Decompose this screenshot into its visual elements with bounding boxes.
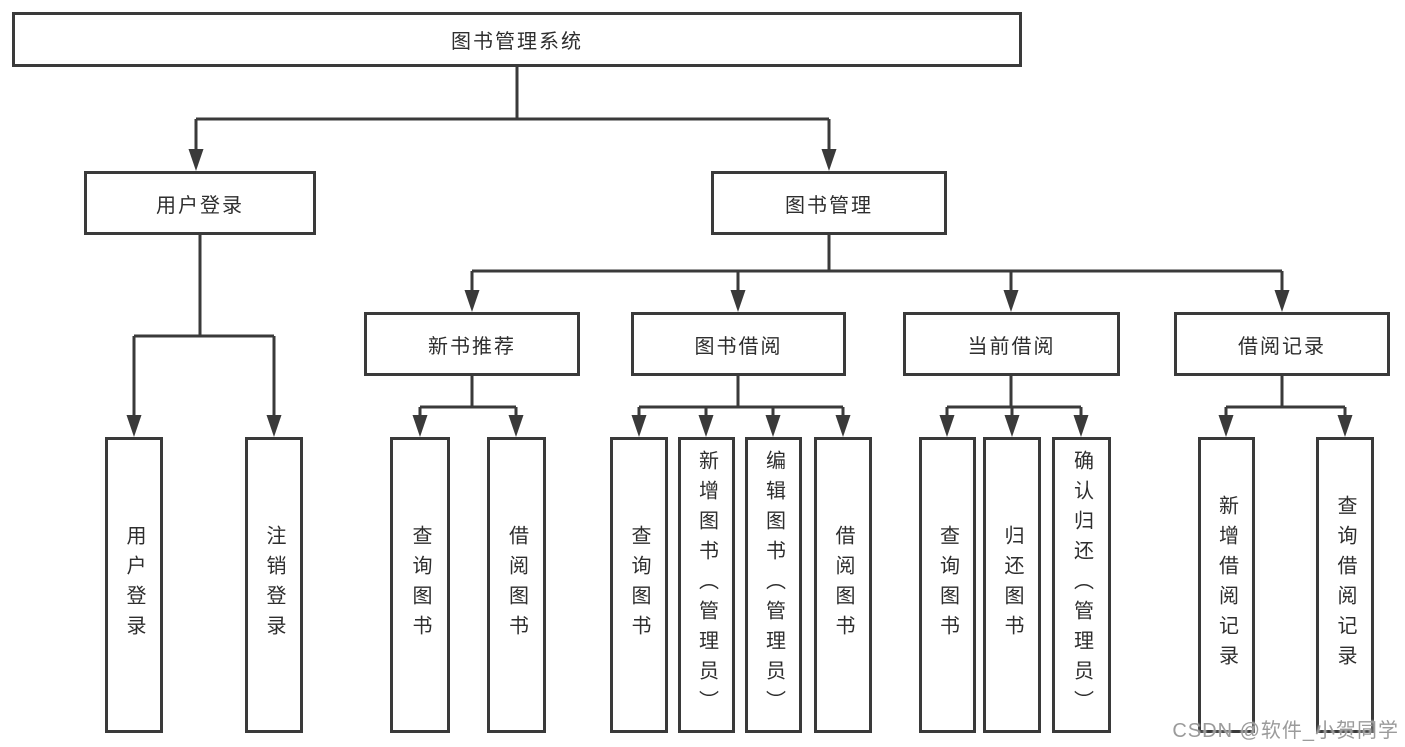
leaf-logout: 注销登录 — [245, 437, 303, 733]
node-borrow-record-label: 借阅记录 — [1238, 335, 1326, 358]
node-root: 图书管理系统 — [12, 12, 1022, 67]
arrow-icon — [508, 415, 524, 437]
arrow-icon — [730, 290, 746, 312]
leaf-cb-confirm-return: 确认归还（管理员） — [1052, 437, 1111, 733]
leaf-br-add-record: 新增借阅记录 — [1198, 437, 1255, 733]
leaf-rec-query-book: 查询图书 — [390, 437, 450, 733]
node-book-borrow: 图书借阅 — [631, 312, 846, 376]
leaf-cb-confirm-return-label: 确认归还（管理员） — [1070, 450, 1093, 720]
leaf-rec-query-book-label: 查询图书 — [409, 525, 431, 645]
node-current-borrow: 当前借阅 — [903, 312, 1120, 376]
leaf-user-login: 用户登录 — [105, 437, 163, 733]
arrowheads — [126, 149, 1353, 437]
connector-new-book — [418, 376, 518, 425]
leaf-logout-label: 注销登录 — [263, 525, 285, 645]
arrow-icon — [698, 415, 714, 437]
arrow-icon — [1003, 290, 1019, 312]
arrow-icon — [1274, 290, 1290, 312]
node-user-login: 用户登录 — [84, 171, 316, 235]
node-new-book-rec-label: 新书推荐 — [428, 335, 516, 358]
connector-user-login — [132, 235, 276, 425]
arrow-icon — [126, 415, 142, 437]
leaf-cb-return-book-label: 归还图书 — [1001, 525, 1023, 645]
arrow-icon — [1337, 415, 1353, 437]
node-current-borrow-label: 当前借阅 — [967, 335, 1056, 358]
node-book-borrow-label: 图书借阅 — [694, 335, 783, 358]
leaf-rec-borrow-book: 借阅图书 — [487, 437, 546, 733]
node-user-login-label: 用户登录 — [156, 194, 244, 217]
leaf-bb-query-book-label: 查询图书 — [628, 525, 650, 645]
connector-book-borrow — [637, 376, 845, 425]
leaf-bb-add-book-label: 新增图书（管理员） — [695, 450, 718, 720]
arrow-icon — [266, 415, 282, 437]
leaf-bb-edit-book-label: 编辑图书（管理员） — [762, 450, 785, 720]
leaf-bb-add-book: 新增图书（管理员） — [678, 437, 735, 733]
leaf-br-query-record-label: 查询借阅记录 — [1334, 495, 1356, 675]
leaf-bb-edit-book: 编辑图书（管理员） — [745, 437, 802, 733]
arrow-icon — [631, 415, 647, 437]
arrow-icon — [821, 149, 837, 171]
leaf-br-query-record: 查询借阅记录 — [1316, 437, 1374, 733]
leaf-cb-query-book-label: 查询图书 — [936, 525, 959, 645]
node-book-mgmt: 图书管理 — [711, 171, 947, 235]
node-book-mgmt-label: 图书管理 — [785, 194, 873, 217]
leaf-cb-query-book: 查询图书 — [919, 437, 976, 733]
connector-borrow-record — [1224, 376, 1347, 425]
arrow-icon — [765, 415, 781, 437]
leaf-cb-return-book: 归还图书 — [983, 437, 1041, 733]
leaf-bb-query-book: 查询图书 — [610, 437, 668, 733]
node-root-label: 图书管理系统 — [451, 31, 583, 53]
arrow-icon — [1004, 415, 1020, 437]
arrow-icon — [1073, 415, 1089, 437]
arrow-icon — [464, 290, 480, 312]
leaf-bb-borrow-book: 借阅图书 — [814, 437, 872, 733]
arrow-icon — [1218, 415, 1234, 437]
connector-root — [194, 67, 831, 159]
arrow-icon — [412, 415, 428, 437]
arrow-icon — [188, 149, 204, 171]
arrow-icon — [835, 415, 851, 437]
connector-book-mgmt — [470, 235, 1284, 300]
leaf-br-add-record-label: 新增借阅记录 — [1215, 495, 1238, 675]
node-borrow-record: 借阅记录 — [1174, 312, 1390, 376]
node-new-book-rec: 新书推荐 — [364, 312, 580, 376]
arrow-icon — [939, 415, 955, 437]
watermark: CSDN @软件_小贺同学 — [1172, 720, 1399, 742]
leaf-bb-borrow-book-label: 借阅图书 — [832, 525, 854, 645]
leaf-rec-borrow-book-label: 借阅图书 — [505, 525, 528, 645]
leaf-user-login-label: 用户登录 — [123, 525, 145, 645]
